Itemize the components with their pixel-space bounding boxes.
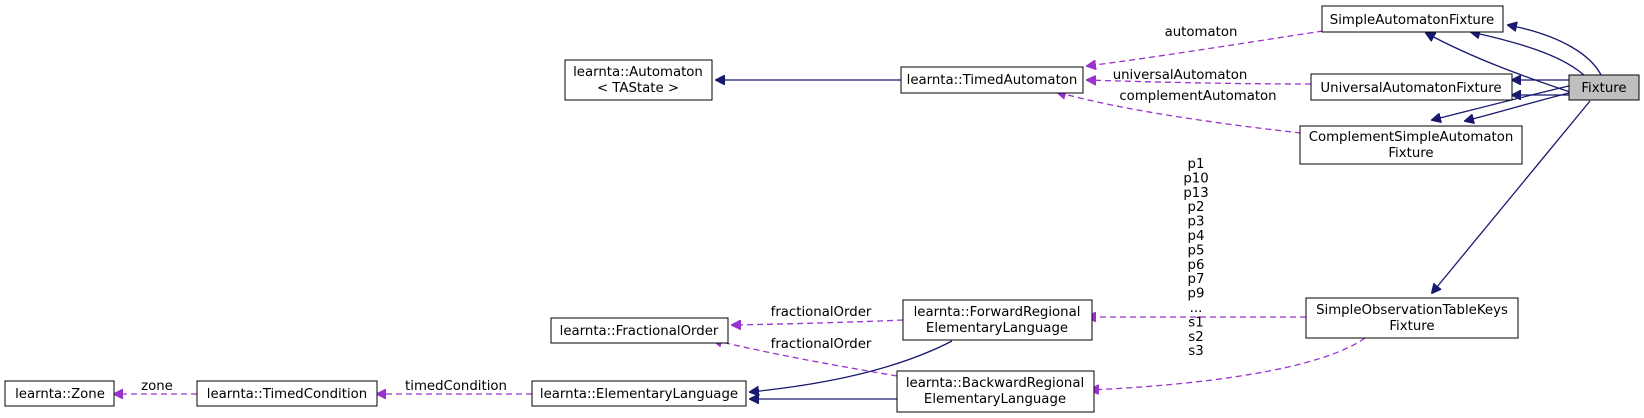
text-line: p3 [1188, 215, 1205, 230]
text-line: p7 [1188, 272, 1205, 287]
node-fractional-order[interactable]: learnta::FractionalOrder [550, 317, 729, 344]
node-universal-automaton-fixture[interactable]: UniversalAutomatonFixture [1310, 73, 1513, 101]
text-line: automaton [1165, 25, 1238, 40]
text-line: learnta::TimedCondition [207, 387, 367, 402]
text-line: s3 [1188, 344, 1203, 359]
svg-text:learnta::FractionalOrder: learnta::FractionalOrder [560, 324, 719, 339]
text-line: learnta::ElementaryLanguage [540, 387, 738, 402]
svg-text:learnta::Automaton< TAState >: learnta::Automaton< TAState > [573, 65, 703, 96]
node-timed-automaton[interactable]: learnta::TimedAutomaton [900, 66, 1084, 94]
edge-label-universal-automaton: universalAutomaton [1113, 68, 1248, 83]
text-line: learnta::ForwardRegional [914, 305, 1081, 320]
edge-usage-table-keys-backward [1090, 337, 1366, 390]
text-line: fractionalOrder [771, 337, 872, 352]
edge-fixture-to-simple-automaton-fixture-3 [1426, 33, 1571, 93]
text-line: timedCondition [405, 379, 507, 394]
edge-usage-complement-automaton [1057, 92, 1302, 134]
text-line: learnta::TimedAutomaton [907, 73, 1078, 88]
edge-label-timed-condition: timedCondition [405, 379, 507, 394]
text-line: p5 [1188, 243, 1205, 258]
svg-text:UniversalAutomatonFixture: UniversalAutomatonFixture [1320, 81, 1501, 96]
text-line: s1 [1188, 315, 1203, 330]
text-line: universalAutomaton [1113, 68, 1248, 83]
svg-text:learnta::TimedAutomaton: learnta::TimedAutomaton [907, 73, 1078, 88]
node-simple-automaton-fixture[interactable]: SimpleAutomatonFixture [1321, 5, 1504, 33]
text-line: zone [141, 379, 173, 394]
text-line: learnta::Automaton [573, 65, 703, 80]
edge-usage-fractional-order-forward [732, 319, 904, 325]
text-line: SimpleObservationTableKeys [1316, 303, 1508, 318]
edge-fixture-to-simple-automaton-fixture-2 [1471, 32, 1587, 78]
text-line: learnta::FractionalOrder [560, 324, 719, 339]
edge-forward-regional-to-elementary-language [750, 340, 953, 392]
node-automaton[interactable]: learnta::Automaton< TAState > [564, 59, 713, 101]
text-line: UniversalAutomatonFixture [1320, 81, 1501, 96]
svg-text:learnta::TimedCondition: learnta::TimedCondition [207, 387, 367, 402]
text-line: ElementaryLanguage [926, 321, 1068, 336]
edge-label-automaton: automaton [1165, 25, 1238, 40]
text-line: ComplementSimpleAutomaton [1309, 130, 1514, 145]
text-line: Fixture [1388, 146, 1433, 161]
edge-fixture-to-complement-fixture-1 [1465, 91, 1574, 121]
node-fixture[interactable]: Fixture [1568, 74, 1640, 101]
edge-label-zone: zone [141, 379, 173, 394]
edge-usage-universal-automaton [1087, 80, 1312, 84]
text-line: complementAutomaton [1119, 89, 1276, 104]
text-line: s2 [1188, 330, 1203, 345]
edge-fixture-to-complement-fixture-2 [1432, 84, 1574, 120]
text-line: fractionalOrder [771, 305, 872, 320]
text-line: p6 [1188, 258, 1205, 273]
node-elementary-language[interactable]: learnta::ElementaryLanguage [531, 380, 747, 407]
text-line: p13 [1183, 186, 1208, 201]
text-line: p2 [1188, 200, 1205, 215]
text-line: ... [1190, 301, 1203, 316]
text-line: < TAState > [597, 81, 679, 96]
text-line: p4 [1188, 229, 1205, 244]
edge-label-complement-automaton: complementAutomaton [1119, 89, 1276, 104]
node-timed-condition[interactable]: learnta::TimedCondition [196, 380, 378, 407]
text-line: SimpleAutomatonFixture [1330, 13, 1494, 28]
text-line: learnta::Zone [15, 387, 105, 402]
edge-usage-fractional-order-backward [713, 340, 898, 377]
text-line: p10 [1183, 171, 1208, 186]
edge-label-fractional-order-forward: fractionalOrder [771, 305, 872, 320]
text-line: Fixture [1581, 81, 1626, 96]
edge-label-fractional-order-backward: fractionalOrder [771, 337, 872, 352]
svg-text:learnta::ElementaryLanguage: learnta::ElementaryLanguage [540, 387, 738, 402]
text-line: ElementaryLanguage [924, 392, 1066, 407]
svg-text:learnta::Zone: learnta::Zone [15, 387, 105, 402]
svg-text:Fixture: Fixture [1581, 81, 1626, 96]
edge-fixture-to-simple-automaton-fixture-1 [1508, 25, 1603, 78]
edge-fixture-to-table-keys-fixture [1432, 100, 1591, 293]
text-line: learnta::BackwardRegional [906, 376, 1084, 391]
node-zone[interactable]: learnta::Zone [4, 380, 115, 407]
svg-text:SimpleAutomatonFixture: SimpleAutomatonFixture [1330, 13, 1494, 28]
text-line: Fixture [1389, 319, 1434, 334]
text-line: p1 [1188, 157, 1205, 172]
text-line: p9 [1188, 287, 1205, 302]
